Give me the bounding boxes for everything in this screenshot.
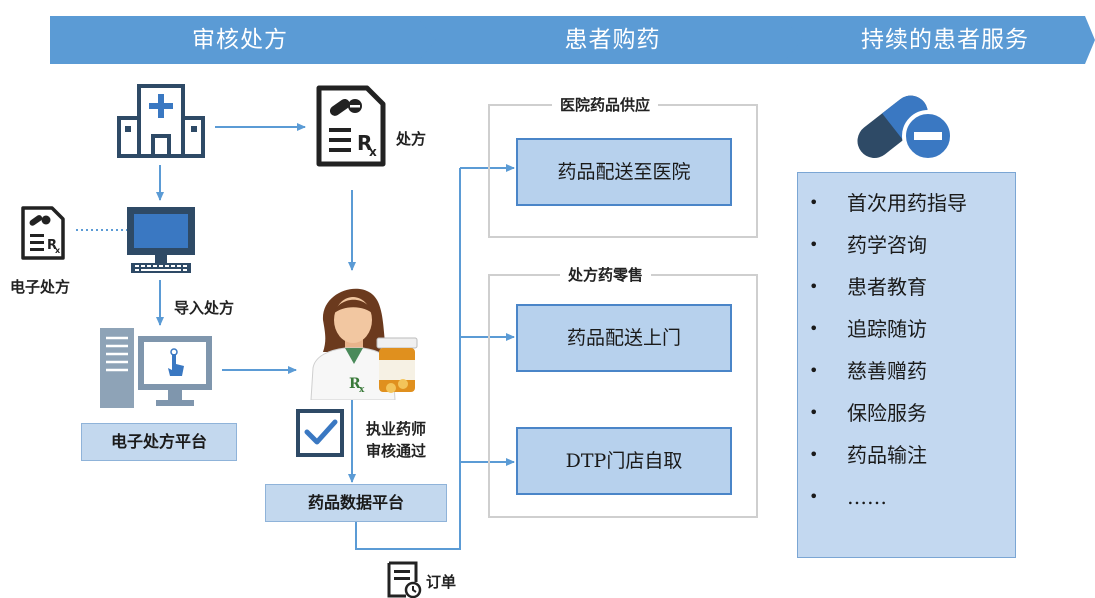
- hospital-supply-title: 医院药品供应: [552, 94, 659, 115]
- service-item-label: 追踪随访: [847, 317, 927, 341]
- service-item-label: 患者教育: [847, 275, 927, 299]
- bullet-icon: •: [809, 403, 819, 422]
- drug-data-platform: 药品数据平台: [265, 484, 447, 522]
- desktop-computer-icon: [100, 328, 212, 408]
- prescription-retail-title: 处方药零售: [560, 264, 652, 285]
- deliver-to-hospital-box: 药品配送至医院: [516, 138, 732, 206]
- service-list-item: • ……: [797, 482, 1016, 512]
- stage-chevron-2: [416, 16, 805, 64]
- svg-text:R: R: [357, 131, 372, 155]
- service-list-item: • 药学咨询: [797, 230, 1016, 260]
- dtp-store-pickup-box: DTP门店自取: [516, 427, 732, 495]
- svg-text:R: R: [47, 238, 57, 253]
- import-prescription-label: 导入处方: [174, 299, 235, 317]
- service-item-label: ……: [847, 485, 887, 509]
- bullet-icon: •: [809, 445, 819, 464]
- service-list-item: • 追踪随访: [797, 314, 1016, 344]
- bullet-icon: •: [809, 319, 819, 338]
- e-prescription-label: 电子处方: [10, 278, 71, 296]
- hospital-icon: [117, 84, 205, 158]
- svg-text:R: R: [349, 376, 361, 392]
- stage-title-service: 持续的患者服务: [861, 27, 1029, 53]
- stage-title-review: 审核处方: [192, 27, 288, 53]
- service-item-label: 保险服务: [847, 401, 927, 425]
- service-item-label: 药学咨询: [847, 233, 927, 257]
- pharmacist-approval-line2: 审核通过: [366, 442, 427, 460]
- order-label: 订单: [426, 573, 457, 591]
- svg-text:x: x: [359, 385, 365, 395]
- svg-text:x: x: [55, 246, 61, 255]
- bullet-icon: •: [809, 235, 819, 254]
- service-item-label: 慈善赠药: [847, 359, 927, 383]
- stage-banner: [50, 16, 1095, 64]
- service-list-item: • 患者教育: [797, 272, 1016, 302]
- prescription-document-icon: R x: [316, 85, 386, 167]
- service-item-label: 首次用药指导: [847, 191, 967, 215]
- service-list-item: • 保险服务: [797, 398, 1016, 428]
- pharmacist-approval-line1: 执业药师: [366, 420, 427, 438]
- svg-text:x: x: [369, 145, 377, 159]
- bullet-icon: •: [809, 277, 819, 296]
- service-item-label: 药品输注: [847, 443, 927, 467]
- order-icon: [387, 561, 422, 598]
- pill-capsule-icon: [857, 95, 954, 162]
- e-prescription-icon: R x: [21, 206, 65, 260]
- service-list-item: • 慈善赠药: [797, 356, 1016, 386]
- order-trunk-line: [355, 168, 461, 550]
- service-list-item: • 首次用药指导: [797, 188, 1016, 218]
- stage-chevron-1: [50, 16, 440, 64]
- bullet-icon: •: [809, 193, 819, 212]
- service-list-item: • 药品输注: [797, 440, 1016, 470]
- pharmacist-icon: R x: [310, 288, 418, 400]
- bullet-icon: •: [809, 487, 819, 506]
- home-delivery-box: 药品配送上门: [516, 304, 732, 372]
- patient-services-panel: [797, 172, 1016, 558]
- prescription-label: 处方: [396, 130, 427, 148]
- e-prescription-platform: 电子处方平台: [81, 423, 237, 461]
- stage-chevron-3: [782, 16, 1095, 64]
- computer-monitor-icon: [127, 207, 195, 273]
- checkbox-approved-icon: [296, 409, 344, 457]
- stage-title-purchase: 患者购药: [564, 27, 661, 53]
- patient-services-list: • 首次用药指导 • 药学咨询 • 患者教育 • 追踪随访 • 慈善赠药 • 保险服务 • 药品输注 • ……: [797, 172, 1016, 558]
- bullet-icon: •: [809, 361, 819, 380]
